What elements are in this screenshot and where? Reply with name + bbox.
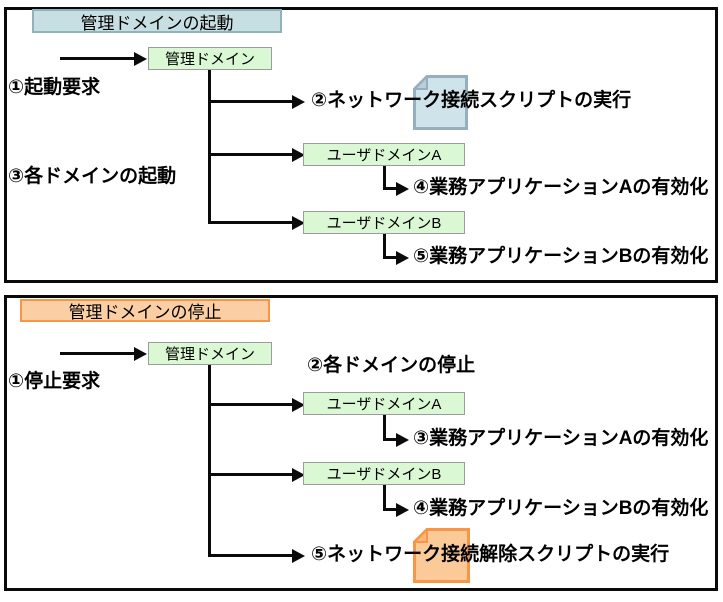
- connector-start-branch-a: [208, 153, 293, 156]
- stop-panel-title: 管理ドメインの停止: [20, 299, 270, 322]
- document-icon: [413, 528, 470, 583]
- connector-start-trunk: [208, 70, 211, 224]
- start-user-domain-b-box: ユーザドメインB: [303, 211, 465, 234]
- arrowhead-icon: [134, 52, 147, 66]
- start-app-b-label: ⑤業務アプリケーションBの有効化: [413, 246, 709, 267]
- arrowhead-icon: [292, 549, 305, 563]
- connector-start-branch-b: [208, 221, 293, 224]
- connector-stop-elbow-a: [383, 438, 397, 441]
- stop-app-a-label: ③業務アプリケーションAの有効化: [413, 428, 709, 449]
- arrowhead-icon: [292, 398, 305, 412]
- connector-start-elbow-b: [383, 256, 397, 259]
- connector-start-elbow-a: [383, 166, 386, 190]
- start-panel-title: 管理ドメインの起動: [32, 9, 282, 33]
- start-management-domain-box: 管理ドメイン: [148, 47, 272, 70]
- stop-request-label: ①停止要求: [8, 371, 101, 392]
- start-user-domain-a-box: ユーザドメインA: [303, 143, 465, 166]
- arrowhead-icon: [292, 95, 305, 109]
- stop-panel: [4, 295, 718, 591]
- connector-stop-branch-a: [208, 403, 293, 406]
- arrowhead-icon: [292, 468, 305, 482]
- arrowhead-icon: [292, 148, 305, 162]
- document-icon: [413, 75, 468, 130]
- connector-start-elbow-a: [383, 187, 397, 190]
- connector-stop-elbow-a: [383, 415, 386, 441]
- arrowhead-icon: [396, 433, 409, 447]
- start-network-script-label: ②ネットワーク接続スクリプトの実行: [311, 90, 632, 111]
- connector-stop-network: [208, 554, 293, 557]
- arrowhead-icon: [292, 216, 305, 230]
- connector-start-branch-network: [208, 100, 293, 103]
- stop-user-domain-a-box: ユーザドメインA: [303, 392, 465, 415]
- arrowhead-icon: [396, 182, 409, 196]
- connector-start-elbow-b: [383, 234, 386, 259]
- stop-network-script-label: ⑤ネットワーク接続解除スクリプトの実行: [311, 544, 670, 565]
- stop-app-b-label: ④業務アプリケーションBの有効化: [413, 498, 709, 519]
- arrowhead-icon: [396, 503, 409, 517]
- stop-user-domain-b-box: ユーザドメインB: [303, 462, 465, 485]
- connector-stop-request: [60, 352, 134, 355]
- stop-management-domain-box: 管理ドメイン: [148, 342, 272, 365]
- stop-domains-action-label: ②各ドメインの停止: [307, 355, 476, 376]
- start-request-label: ①起動要求: [8, 77, 101, 98]
- connector-start-request: [60, 57, 134, 60]
- arrowhead-icon: [134, 347, 147, 361]
- arrowhead-icon: [396, 251, 409, 265]
- connector-stop-trunk: [208, 365, 211, 557]
- connector-stop-elbow-b: [383, 485, 386, 511]
- connector-stop-branch-b: [208, 473, 293, 476]
- start-domains-action-label: ③各ドメインの起動: [8, 166, 177, 187]
- start-app-a-label: ④業務アプリケーションAの有効化: [413, 177, 709, 198]
- connector-stop-elbow-b: [383, 508, 397, 511]
